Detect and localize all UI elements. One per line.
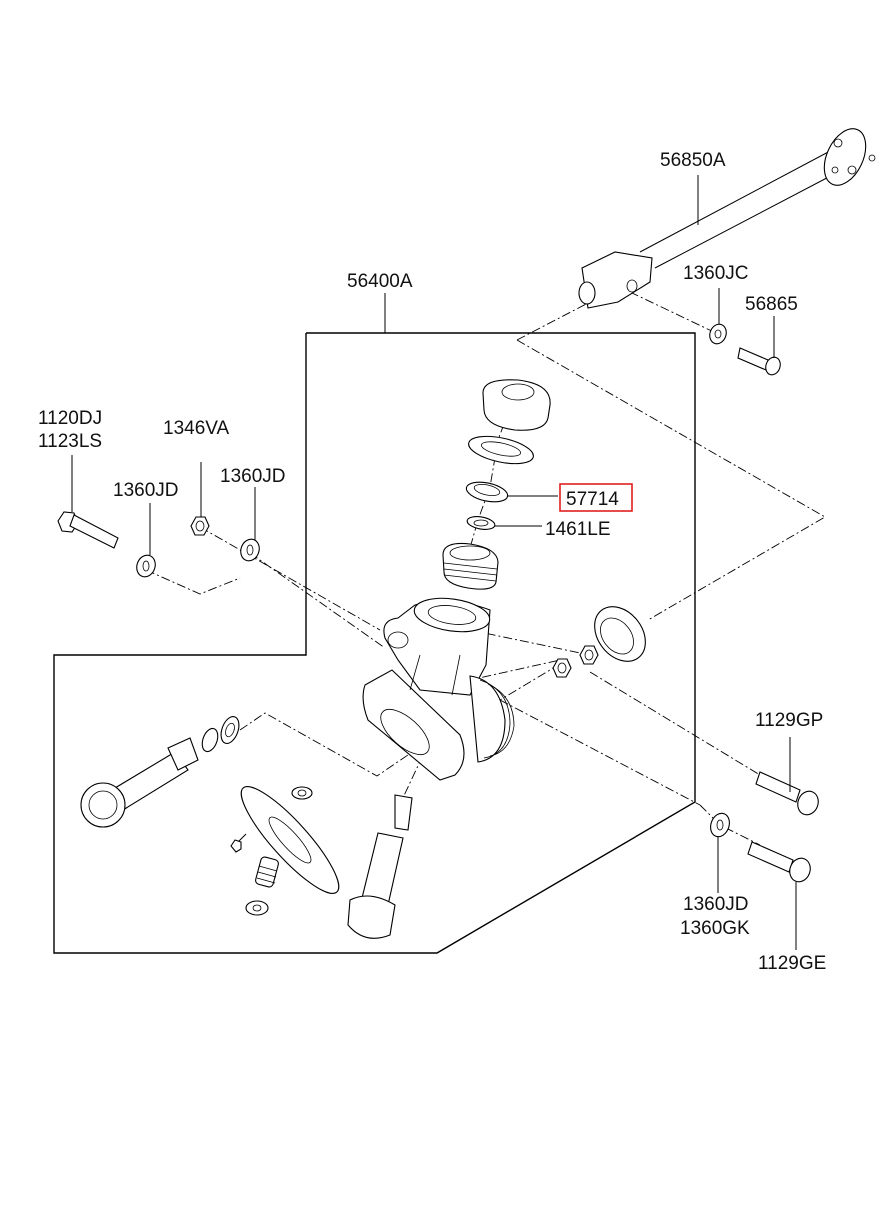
part-adjuster-cap (482, 379, 551, 431)
label-1346VA[interactable]: 1346VA (163, 418, 230, 439)
part-threaded-plug (442, 542, 499, 590)
part-gear-housing (362, 597, 515, 781)
highlight-box-57714 (559, 483, 633, 512)
part-1120DJ-bolt (57, 455, 119, 549)
part-1346VA-nut (190, 462, 210, 536)
part-pinion-shaft-left (80, 716, 240, 828)
part-sector-shaft (347, 794, 413, 939)
part-nut-right (552, 658, 572, 678)
part-small-nut-lower (245, 900, 269, 916)
label-56850A[interactable]: 56850A (660, 150, 726, 171)
assembly-frame-56400A (53, 293, 696, 954)
label-57714[interactable]: 57714 (566, 489, 619, 510)
label-1120DJ[interactable]: 1120DJ (38, 408, 102, 429)
part-oil-seal-right (594, 606, 646, 662)
label-1129GP[interactable]: 1129GP (755, 710, 823, 731)
part-small-screw (230, 833, 247, 853)
label-1360JD-mid[interactable]: 1360JD (220, 466, 286, 487)
label-56865[interactable]: 56865 (745, 294, 798, 315)
part-56865-bolt (737, 316, 781, 376)
part-seal-ring (468, 435, 534, 465)
part-56850A-shaft (578, 128, 876, 309)
label-1129GE[interactable]: 1129GE (758, 953, 826, 974)
part-adjusting-screw (255, 856, 279, 888)
part-1129GE-bolt (747, 841, 811, 950)
part-1360JD-washer-mid (240, 487, 260, 562)
part-1360JD-washer-right (710, 812, 730, 893)
part-1461LE-ring (466, 516, 542, 530)
label-1360JD-right[interactable]: 1360JD (683, 894, 749, 915)
label-1360GK[interactable]: 1360GK (680, 918, 750, 939)
part-1360JC-washer (709, 288, 727, 345)
part-labels: 56850A 1360JC 56865 56400A 1120DJ 1123LS… (38, 150, 826, 974)
part-lock-nut-right (579, 645, 599, 665)
label-56400A[interactable]: 56400A (347, 271, 413, 292)
label-1461LE[interactable]: 1461LE (545, 519, 611, 540)
label-1360JD-left[interactable]: 1360JD (113, 480, 179, 501)
part-57714-bearing (465, 481, 558, 503)
part-small-nut-upper (291, 786, 313, 800)
part-1360JD-washer-left (136, 503, 156, 578)
label-1360JC[interactable]: 1360JC (683, 263, 749, 284)
part-1129GP-bolt (755, 737, 819, 816)
part-cover-plate (240, 786, 340, 894)
label-1123LS[interactable]: 1123LS (38, 431, 102, 452)
